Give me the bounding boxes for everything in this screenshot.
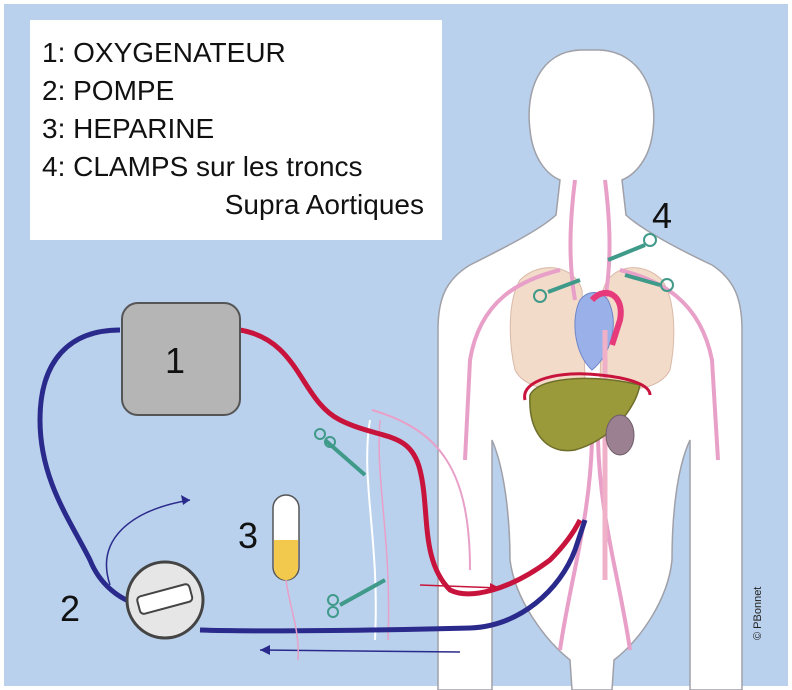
legend-box: 1: OXYGENATEUR 2: POMPE 3: HEPARINE 4: C… — [30, 20, 442, 240]
kidney — [606, 415, 634, 455]
legend-item-clamps-continued: Supra Aortiques — [42, 186, 442, 224]
label-pump-number: 2 — [60, 588, 80, 630]
copyright-credit: © PBonnet — [752, 587, 764, 640]
legend-item-pump: 2: POMPE — [42, 72, 442, 110]
label-heparin-number: 3 — [238, 515, 258, 557]
pump — [127, 562, 203, 638]
legend-item-oxygenator: 1: OXYGENATEUR — [42, 34, 442, 72]
legend-item-heparin: 3: HEPARINE — [42, 110, 442, 148]
label-clamps-number: 4 — [652, 195, 672, 237]
label-oxygenator-number: 1 — [165, 340, 185, 382]
legend-item-clamps: 4: CLAMPS sur les troncs — [42, 148, 442, 186]
